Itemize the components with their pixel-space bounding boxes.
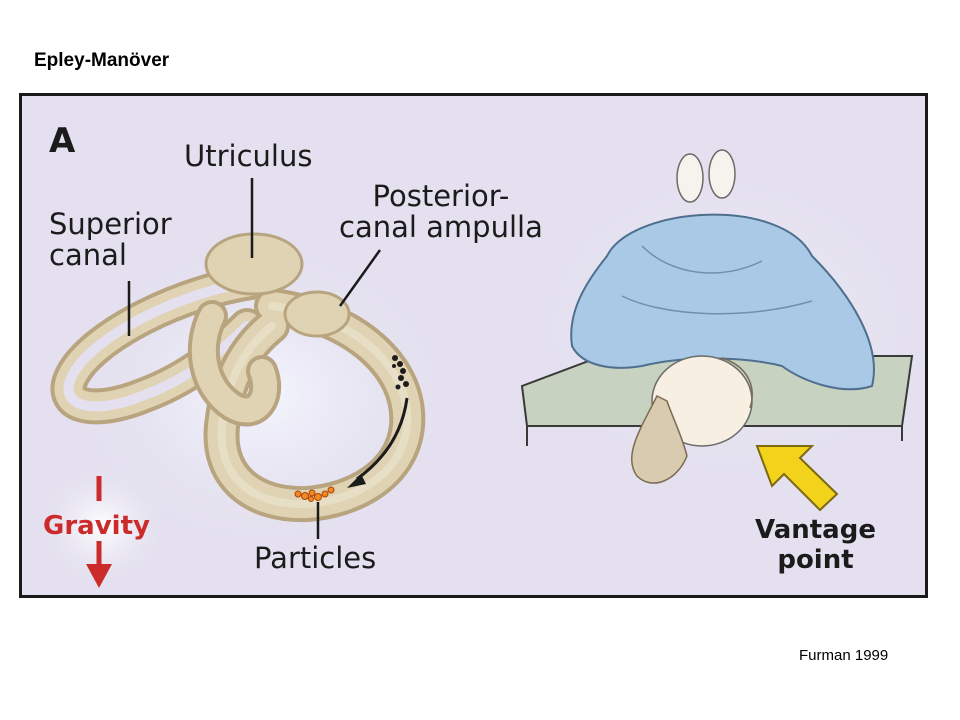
vantage-arrow xyxy=(755,445,839,512)
label-particles: Particles xyxy=(254,541,377,575)
ampulla-body xyxy=(283,290,351,338)
posterior-leader-line xyxy=(338,249,382,307)
particles-orange xyxy=(294,486,335,502)
gravity-arrowhead xyxy=(86,564,112,588)
label-vantage-point: Vantage point xyxy=(755,515,876,575)
utriculus-body xyxy=(204,232,304,296)
label-posterior-line2: canal ampulla xyxy=(339,210,543,244)
particle-motion-arrow xyxy=(356,397,409,481)
particles-dark xyxy=(392,355,409,390)
label-utriculus: Utriculus xyxy=(184,139,313,173)
gravity-glow xyxy=(32,461,172,591)
source-credit: Furman 1999 xyxy=(799,647,889,664)
label-superior-canal: Superior canal xyxy=(49,209,172,271)
label-superior-line2: canal xyxy=(49,238,127,272)
patient-gown xyxy=(570,213,875,391)
label-gravity: Gravity xyxy=(43,511,150,541)
patient-foot-right xyxy=(708,149,736,199)
diagram-artwork xyxy=(32,149,925,591)
label-posterior-canal-ampulla: Posterior- canal ampulla xyxy=(339,181,543,243)
slide-title: Epley-Manöver xyxy=(34,50,170,71)
panel-letter: A xyxy=(49,121,76,161)
label-vantage-line1: Vantage xyxy=(755,515,876,545)
inner-ear-diagram: A Utriculus Superior canal Posterior- ca… xyxy=(19,93,928,598)
patient-foot-left xyxy=(676,153,704,203)
patient-illustration xyxy=(520,149,914,512)
patient-hair xyxy=(631,394,688,484)
label-posterior-line1: Posterior- xyxy=(372,179,510,213)
label-superior-line1: Superior xyxy=(49,207,172,241)
particle-motion-arrowhead xyxy=(347,474,366,488)
label-vantage-line2: point xyxy=(777,545,854,575)
